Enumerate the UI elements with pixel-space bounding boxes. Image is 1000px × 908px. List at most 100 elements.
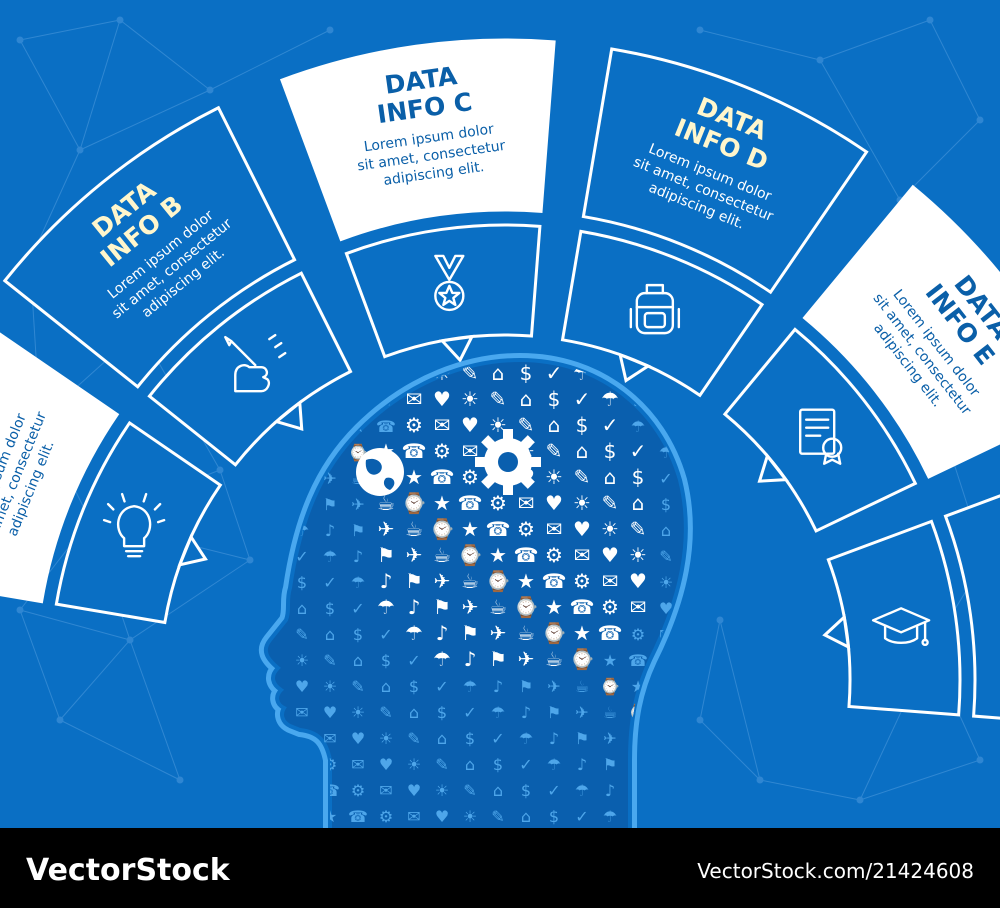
collage-glyph: ✎ — [407, 729, 420, 748]
collage-glyph: ⚙ — [351, 781, 365, 800]
network-node — [56, 716, 64, 724]
collage-glyph: ✎ — [687, 573, 700, 592]
segment-e-panel — [802, 184, 1000, 479]
inner-ring — [54, 223, 962, 717]
network-line — [19, 609, 131, 641]
network-node — [206, 86, 214, 94]
footer-url: VectorStock.com/21424608 — [697, 859, 974, 883]
collage-glyph: $ — [548, 387, 561, 411]
collage-glyph: ⌂ — [520, 387, 533, 411]
collage-glyph: ✎ — [379, 703, 392, 722]
collage-glyph: ♥ — [545, 491, 563, 515]
collage-glyph: ⚙ — [351, 365, 365, 384]
segment-e-inner-panel — [722, 327, 918, 533]
segment-a-pointer — [177, 533, 208, 567]
collage-glyph: ♪ — [605, 781, 615, 800]
collage-glyph: ✉ — [546, 517, 563, 541]
network-line — [219, 469, 251, 561]
collage-glyph: ✉ — [518, 491, 535, 515]
collage-glyph: ⌂ — [381, 677, 391, 696]
medal-icon — [434, 254, 465, 312]
collage-glyph: ☂ — [491, 703, 505, 722]
segment-c-pointer — [439, 334, 475, 363]
network-node — [326, 26, 334, 34]
collage-glyph: ✈ — [295, 443, 308, 462]
hand-pencil-icon — [224, 333, 287, 393]
collage-glyph: ⌚ — [514, 595, 539, 619]
lightbulb-icon — [102, 492, 166, 558]
collage-glyph: ♪ — [436, 621, 449, 645]
collage-glyph: ⌂ — [409, 703, 419, 722]
collage-glyph: ✎ — [574, 465, 591, 489]
collage-glyph: ✎ — [435, 755, 448, 774]
segment-b-inner — [147, 271, 353, 467]
network-line — [19, 39, 81, 151]
collage-glyph: ✓ — [575, 807, 588, 826]
network-line — [699, 29, 821, 61]
network-line — [79, 19, 121, 151]
collage-glyph: ⌂ — [465, 755, 475, 774]
collage-glyph: ✓ — [547, 781, 560, 800]
collage-glyph: ☎ — [292, 755, 312, 774]
collage-glyph: ★ — [659, 703, 673, 722]
network-node — [716, 616, 724, 624]
segment-c-inner-panel — [344, 223, 542, 359]
collage-glyph: ☂ — [433, 647, 451, 671]
collage-glyph: ♪ — [549, 729, 559, 748]
collage-glyph: ⚑ — [377, 543, 395, 567]
collage-glyph: ☀ — [545, 465, 563, 489]
collage-glyph: ⌂ — [576, 439, 589, 463]
collage-glyph: ★ — [489, 543, 507, 567]
collage-glyph: ★ — [405, 465, 423, 489]
collage-glyph: ☕ — [517, 621, 535, 645]
collage-glyph: ★ — [295, 781, 309, 800]
collage-glyph: ☀ — [489, 413, 507, 437]
collage-glyph: ☎ — [430, 465, 455, 489]
collage-glyph: ★ — [573, 621, 591, 645]
collage-glyph: ⌂ — [521, 807, 531, 826]
collage-glyph: ✉ — [434, 413, 451, 437]
collage-glyph: ✓ — [295, 547, 308, 566]
network-line — [79, 89, 211, 151]
collage-glyph: ♥ — [659, 599, 673, 618]
collage-glyph: ☀ — [463, 807, 477, 826]
collage-glyph: $ — [353, 625, 363, 644]
collage-glyph: ☀ — [687, 599, 701, 618]
collage-glyph: ✎ — [602, 491, 619, 515]
collage-glyph: ♪ — [493, 677, 503, 696]
collage-glyph: ✓ — [407, 651, 420, 670]
collage-glyph: ♪ — [464, 647, 477, 671]
segment-d-pointer — [618, 352, 652, 383]
collage-glyph: ⚙ — [601, 595, 619, 619]
collage-glyph: ★ — [323, 391, 337, 410]
collage-glyph: ✓ — [435, 677, 448, 696]
collage-glyph: ✎ — [351, 677, 364, 696]
collage-glyph: ☕ — [461, 569, 479, 593]
collage-glyph: ⚙ — [631, 625, 645, 644]
collage-glyph: $ — [661, 495, 671, 514]
collage-glyph: ⌂ — [325, 625, 335, 644]
collage-glyph: ⚙ — [573, 569, 591, 593]
collage-glyph: ☎ — [402, 439, 427, 463]
collage-glyph: ✉ — [295, 703, 308, 722]
collage-glyph: ☎ — [458, 491, 483, 515]
collage-glyph: ✈ — [434, 569, 451, 593]
collage-glyph: ✎ — [659, 547, 672, 566]
collage-glyph: ⌂ — [493, 781, 503, 800]
collage-glyph: ♥ — [573, 517, 591, 541]
collage-glyph: ⚑ — [547, 703, 561, 722]
collage-glyph: ✈ — [687, 807, 700, 826]
network-node — [16, 606, 24, 614]
collage-glyph: ☀ — [323, 677, 337, 696]
collage-glyph: $ — [381, 651, 391, 670]
collage-glyph: ☕ — [575, 677, 589, 696]
collage-glyph: ♪ — [577, 755, 587, 774]
network-line — [209, 29, 331, 91]
network-node — [246, 556, 254, 564]
collage-glyph: ⚙ — [405, 413, 423, 437]
